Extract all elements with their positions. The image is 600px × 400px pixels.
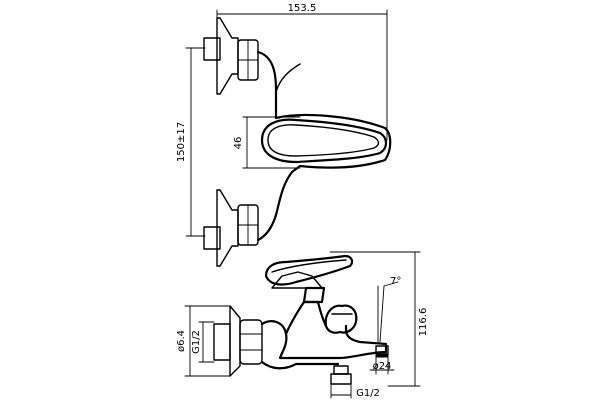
- lever-height-label: 46: [233, 137, 244, 150]
- mixer-body-outline: [256, 50, 392, 242]
- upper-wall-nut: [203, 37, 221, 61]
- front-view: 116.6 ø6.4 G1/2: [176, 251, 429, 399]
- lower-connector: [203, 189, 259, 267]
- front-wall-nut: [213, 323, 231, 361]
- front-lever: [264, 254, 354, 286]
- top-view: 153.5 150±17 46: [176, 3, 392, 267]
- shower-connector-neck: [333, 365, 349, 375]
- inlet-diameter-label: ø6.4: [176, 330, 187, 352]
- front-escutcheon: [229, 305, 241, 377]
- lever-handle-inner: [267, 124, 380, 157]
- cartridge: [302, 286, 326, 304]
- inlet-thread-label: G1/2: [191, 330, 202, 354]
- upper-connector: [203, 17, 259, 95]
- upper-escutcheon: [216, 17, 239, 95]
- spacing-label: 150±17: [176, 122, 187, 162]
- shower-thread-label: G1/2: [356, 388, 380, 399]
- cartridge-cap: [271, 271, 323, 289]
- front-union-nut: [239, 319, 263, 365]
- angle-line-tilted: [379, 285, 385, 343]
- width-label: 153.5: [288, 3, 317, 14]
- shower-connector-nut: [330, 373, 352, 385]
- outlet-diameter-label: ø24: [373, 361, 392, 372]
- lower-escutcheon: [216, 189, 239, 267]
- lever-handle-outer: [260, 118, 388, 164]
- diverter-knob: [324, 304, 358, 334]
- front-body-outline: [260, 320, 388, 360]
- angle-label: 7°: [390, 276, 401, 287]
- height-label: 116.6: [418, 308, 429, 337]
- lower-wall-nut: [203, 226, 221, 250]
